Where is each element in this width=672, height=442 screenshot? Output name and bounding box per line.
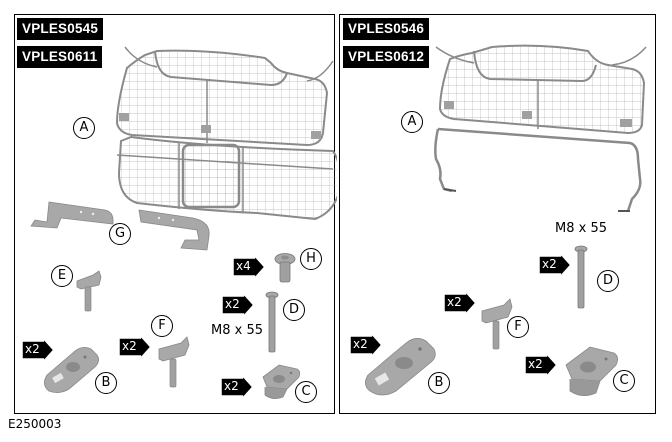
wing-fitting-illustration <box>481 298 513 350</box>
quantity-arrow: x2 <box>222 295 254 315</box>
guard-mesh-illustration <box>115 46 337 221</box>
callout-c: C <box>613 370 635 392</box>
quantity-arrow: x2 <box>539 255 571 275</box>
flanged-bolt-illustration <box>274 253 296 283</box>
quantity-arrow: x2 <box>221 377 253 397</box>
bracket-illustration <box>30 201 210 251</box>
quantity-label: x4 <box>236 259 251 273</box>
callout-c: C <box>295 381 317 403</box>
wing-fitting-illustration <box>158 336 190 388</box>
callout-h: H <box>300 248 322 270</box>
callout-a: A <box>401 111 423 133</box>
anchor-block-illustration <box>565 346 618 396</box>
part-code-label: VPLES0545 <box>17 18 104 40</box>
callout-g: G <box>109 223 131 245</box>
kit-panel-right: VPLES0546 VPLES0612 A M8 x 55 x2 D <box>339 14 656 414</box>
quantity-label: x2 <box>122 339 137 353</box>
anchor-block-illustration <box>262 364 301 399</box>
part-code-label: VPLES0546 <box>343 18 430 40</box>
quantity-arrow: x2 <box>22 340 54 360</box>
anchor-plate-illustration <box>44 347 99 393</box>
quantity-label: x2 <box>542 257 557 271</box>
figure-id-label: E250003 <box>8 417 62 431</box>
kit-panel-left: VPLES0545 VPLES0611 A G <box>14 14 337 414</box>
callout-e: E <box>51 265 73 287</box>
quantity-label: x2 <box>447 295 462 309</box>
part-code-label: VPLES0611 <box>17 46 103 68</box>
wing-fitting-illustration <box>76 270 102 312</box>
anchor-plate-illustration <box>365 338 436 396</box>
callout-a: A <box>73 117 95 139</box>
callout-f: F <box>151 315 173 337</box>
quantity-label: x2 <box>25 342 40 356</box>
quantity-label: x2 <box>528 357 543 371</box>
callout-d: D <box>597 270 619 292</box>
callout-d: D <box>283 299 305 321</box>
long-bolt-illustration <box>265 291 279 353</box>
quantity-label: x2 <box>225 297 240 311</box>
quantity-label: x2 <box>224 379 239 393</box>
quantity-arrow: x2 <box>444 293 476 313</box>
quantity-arrow: x2 <box>525 355 557 375</box>
quantity-arrow: x2 <box>350 335 382 355</box>
callout-b: B <box>95 372 117 394</box>
bolt-spec-label: M8 x 55 <box>555 221 607 236</box>
callout-b: B <box>428 372 450 394</box>
bolt-spec-label: M8 x 55 <box>211 323 263 338</box>
callout-f: F <box>507 316 529 338</box>
quantity-arrow: x2 <box>119 337 151 357</box>
long-bolt-illustration <box>574 245 588 309</box>
guard-mesh-illustration <box>434 44 647 212</box>
quantity-label: x2 <box>353 337 368 351</box>
quantity-arrow: x4 <box>233 257 265 277</box>
part-code-label: VPLES0612 <box>343 46 430 68</box>
